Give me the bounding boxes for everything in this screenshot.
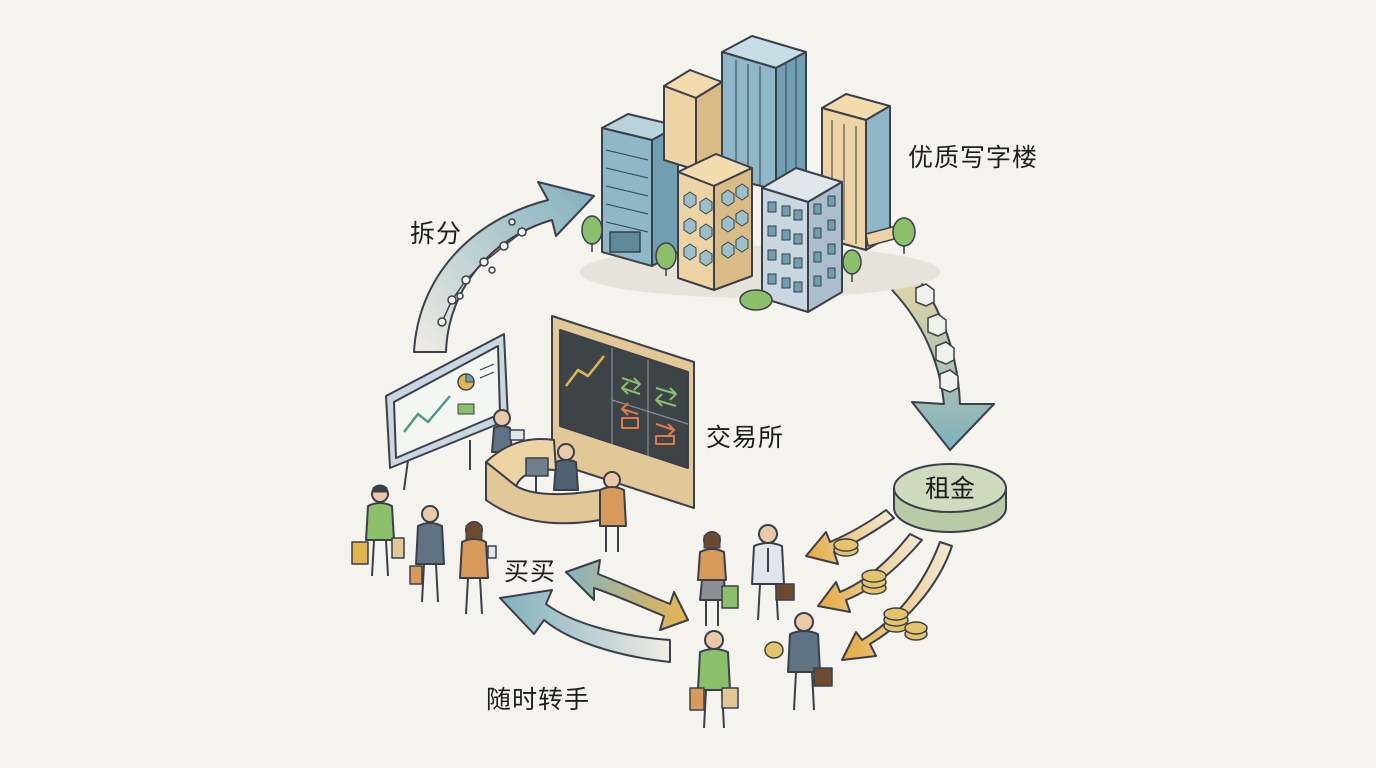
rent-arrow — [891, 269, 995, 451]
split-label: 拆分 — [410, 219, 463, 248]
exchange-label: 交易所 — [706, 423, 785, 452]
split-arrow — [413, 181, 595, 353]
rent-disc: 租金 — [893, 463, 1007, 533]
building-tall-center — [721, 35, 807, 191]
office-buildings — [580, 35, 940, 313]
trees — [581, 215, 916, 311]
rent-label: 租金 — [925, 474, 975, 503]
crowd-right — [689, 524, 833, 729]
exchange-board — [551, 315, 695, 509]
building-grey-front — [761, 167, 843, 313]
transfer-anytime-label: 随时转手 — [486, 685, 591, 714]
buy-sell-arrow — [565, 559, 689, 631]
coin-stacks — [833, 538, 928, 641]
hexagon-share-icon — [915, 283, 959, 393]
exchange-monitor-left — [385, 333, 509, 491]
crowd-left — [351, 484, 497, 615]
resale-arrow — [499, 589, 671, 663]
coin-arrows — [805, 509, 953, 661]
exchange-desk — [485, 409, 627, 552]
building-tan-back — [663, 69, 723, 171]
office-buildings-label: 优质写字楼 — [908, 143, 1039, 172]
molecule-link-icon — [437, 218, 527, 327]
buy-sell-label: 买买 — [504, 557, 557, 586]
building-tan-front — [677, 153, 753, 291]
